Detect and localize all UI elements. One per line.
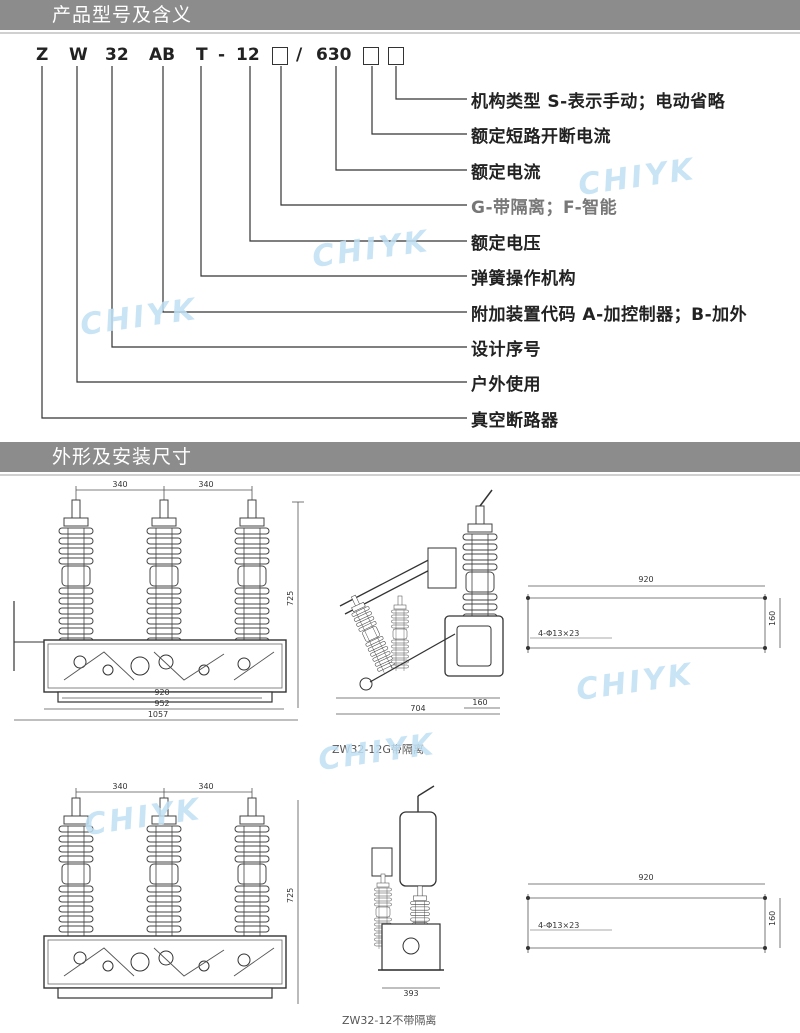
dim-704: 704 <box>410 704 425 713</box>
dim-pitch-3: 340 <box>112 782 127 791</box>
dim-920-1: 920 <box>154 688 169 697</box>
leader-design-no <box>111 66 467 348</box>
dim-920-3: 920 <box>638 873 653 882</box>
dim-952: 952 <box>154 699 169 708</box>
base-plan-bottom: 920 160 4-Φ13×23 <box>526 873 781 953</box>
leader-isolation <box>280 66 467 206</box>
meaning-isolation: G-带隔离；F-智能 <box>471 198 618 218</box>
code-box-option <box>272 47 288 65</box>
meaning-design-no: 设计序号 <box>471 340 541 360</box>
side-view-isolation: 704 160 <box>336 489 504 715</box>
code-box-mechanism <box>388 47 404 65</box>
dim-160-1: 160 <box>472 698 487 707</box>
dim-holes-1: 4-Φ13×23 <box>538 629 579 638</box>
dim-pitch-2: 340 <box>198 480 213 489</box>
code-t: T <box>196 45 208 65</box>
caption-with-isolation: ZW32-12G带隔离 <box>332 743 424 756</box>
leader-rated-voltage <box>249 66 467 242</box>
caption-without-isolation: ZW32-12不带隔离 <box>342 1014 437 1027</box>
leader-outdoor <box>76 66 467 383</box>
dim-160-2: 160 <box>768 611 777 626</box>
front-view-top: 340 340 725 920 952 1057 <box>13 480 304 721</box>
code-dash: - <box>218 45 226 65</box>
dim-pitch-4: 340 <box>198 782 213 791</box>
code-630: 630 <box>316 45 352 65</box>
meaning-rated-voltage: 额定电压 <box>471 234 541 254</box>
meaning-vacuum: 真空断路器 <box>471 411 559 431</box>
dim-160-3: 160 <box>768 911 777 926</box>
section-title-model: 产品型号及含义 <box>52 4 193 26</box>
meaning-outdoor: 户外使用 <box>471 375 541 395</box>
meaning-attachment: 附加装置代码 A-加控制器；B-加外 <box>471 305 748 325</box>
leader-breaking-current <box>371 66 467 135</box>
base-plan-top: 920 160 4-Φ13×23 <box>526 575 781 653</box>
leader-rated-current <box>335 66 467 171</box>
leader-mechanism <box>395 66 467 100</box>
side-view-no-isolation: 393 <box>371 785 444 998</box>
code-32: 32 <box>105 45 129 65</box>
meaning-rated-current: 额定电流 <box>471 163 541 183</box>
dim-height-1: 725 <box>286 591 295 606</box>
section-title-dimensions: 外形及安装尺寸 <box>52 446 193 468</box>
code-w: W <box>69 45 88 65</box>
dim-393: 393 <box>403 989 418 998</box>
code-ab: AB <box>149 45 176 65</box>
leader-attachment <box>162 66 467 313</box>
meaning-spring: 弹簧操作机构 <box>471 269 576 289</box>
section-header-dimensions: 外形及安装尺寸 <box>0 442 800 476</box>
leader-vacuum <box>41 66 467 419</box>
dim-holes-2: 4-Φ13×23 <box>538 921 579 930</box>
dimension-drawings: 340 340 725 920 952 1057 704 160 <box>13 480 781 1004</box>
front-view-bottom: 340 340 725 <box>43 782 299 1004</box>
dim-pitch-1: 340 <box>112 480 127 489</box>
code-z: Z <box>36 45 49 65</box>
dim-1057: 1057 <box>148 710 168 719</box>
dim-height-2: 725 <box>286 888 295 903</box>
meaning-breaking-current: 额定短路开断电流 <box>471 127 611 147</box>
code-box-current <box>363 47 379 65</box>
dim-920-2: 920 <box>638 575 653 584</box>
code-12: 12 <box>236 45 260 65</box>
leader-lines <box>41 66 467 419</box>
leader-spring <box>200 66 467 277</box>
meaning-mechanism: 机构类型 S-表示手动；电动省略 <box>471 92 726 112</box>
section-header-model: 产品型号及含义 <box>0 0 800 34</box>
code-slash: / <box>296 45 303 65</box>
